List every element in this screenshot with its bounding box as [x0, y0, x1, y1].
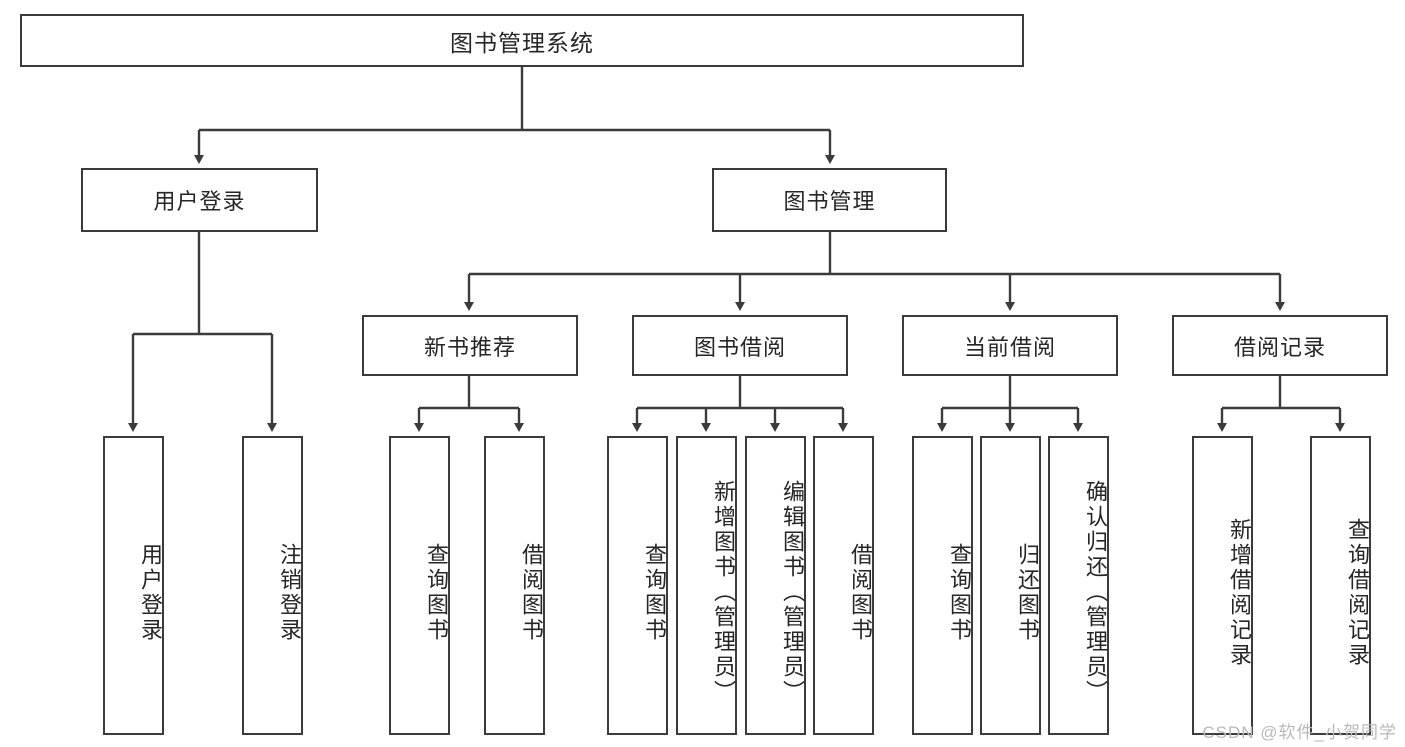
leaf-user-login-logout[interactable]: 注销登录 — [242, 436, 303, 735]
node-label: 用户登录 — [138, 542, 163, 643]
leaf-recommend-query-book[interactable]: 查询图书 — [389, 436, 450, 735]
node-user-login[interactable]: 用户登录 — [81, 168, 318, 232]
leaf-current-confirm-return-admin[interactable]: 确认归还（管理员） — [1048, 436, 1109, 735]
leaf-borrow-query-book[interactable]: 查询图书 — [607, 436, 668, 735]
node-label: 图书借阅 — [693, 334, 786, 360]
node-label: 查询借阅记录 — [1345, 517, 1370, 668]
leaf-recommend-borrow-book[interactable]: 借阅图书 — [484, 436, 545, 735]
node-root-book-management-system[interactable]: 图书管理系统 — [20, 14, 1024, 67]
node-label: 新增图书（管理员） — [711, 480, 736, 705]
node-label: 归还图书 — [1015, 542, 1040, 643]
node-label: 图书管理 — [783, 189, 876, 214]
node-label: 编辑图书（管理员） — [780, 480, 805, 705]
node-borrow-record[interactable]: 借阅记录 — [1172, 315, 1388, 376]
node-book-management[interactable]: 图书管理 — [712, 168, 947, 232]
leaf-record-query-record[interactable]: 查询借阅记录 — [1310, 436, 1371, 735]
node-label: 借阅图书 — [519, 542, 544, 643]
node-book-borrow[interactable]: 图书借阅 — [632, 315, 848, 376]
node-label: 新增借阅记录 — [1227, 517, 1252, 668]
node-label: 新书推荐 — [423, 334, 516, 360]
node-label: 注销登录 — [277, 542, 302, 643]
node-label: 借阅图书 — [848, 542, 873, 643]
node-label: 查询图书 — [424, 542, 449, 643]
node-label: 当前借阅 — [963, 334, 1056, 360]
leaf-borrow-edit-book-admin[interactable]: 编辑图书（管理员） — [745, 436, 806, 735]
node-label: 确认归还（管理员） — [1083, 480, 1108, 705]
leaf-user-login-login[interactable]: 用户登录 — [103, 436, 164, 735]
node-new-book-recommend[interactable]: 新书推荐 — [362, 315, 578, 376]
leaf-borrow-borrow-book[interactable]: 借阅图书 — [813, 436, 874, 735]
node-label: 查询图书 — [947, 542, 972, 643]
leaf-borrow-add-book-admin[interactable]: 新增图书（管理员） — [676, 436, 737, 735]
node-current-borrow[interactable]: 当前借阅 — [902, 315, 1118, 376]
node-label: 图书管理系统 — [450, 29, 594, 56]
leaf-current-return-book[interactable]: 归还图书 — [980, 436, 1041, 735]
node-label: 用户登录 — [153, 189, 246, 214]
leaf-current-query-book[interactable]: 查询图书 — [912, 436, 973, 735]
node-label: 借阅记录 — [1233, 334, 1326, 360]
leaf-record-add-record[interactable]: 新增借阅记录 — [1192, 436, 1253, 735]
node-label: 查询图书 — [642, 542, 667, 643]
